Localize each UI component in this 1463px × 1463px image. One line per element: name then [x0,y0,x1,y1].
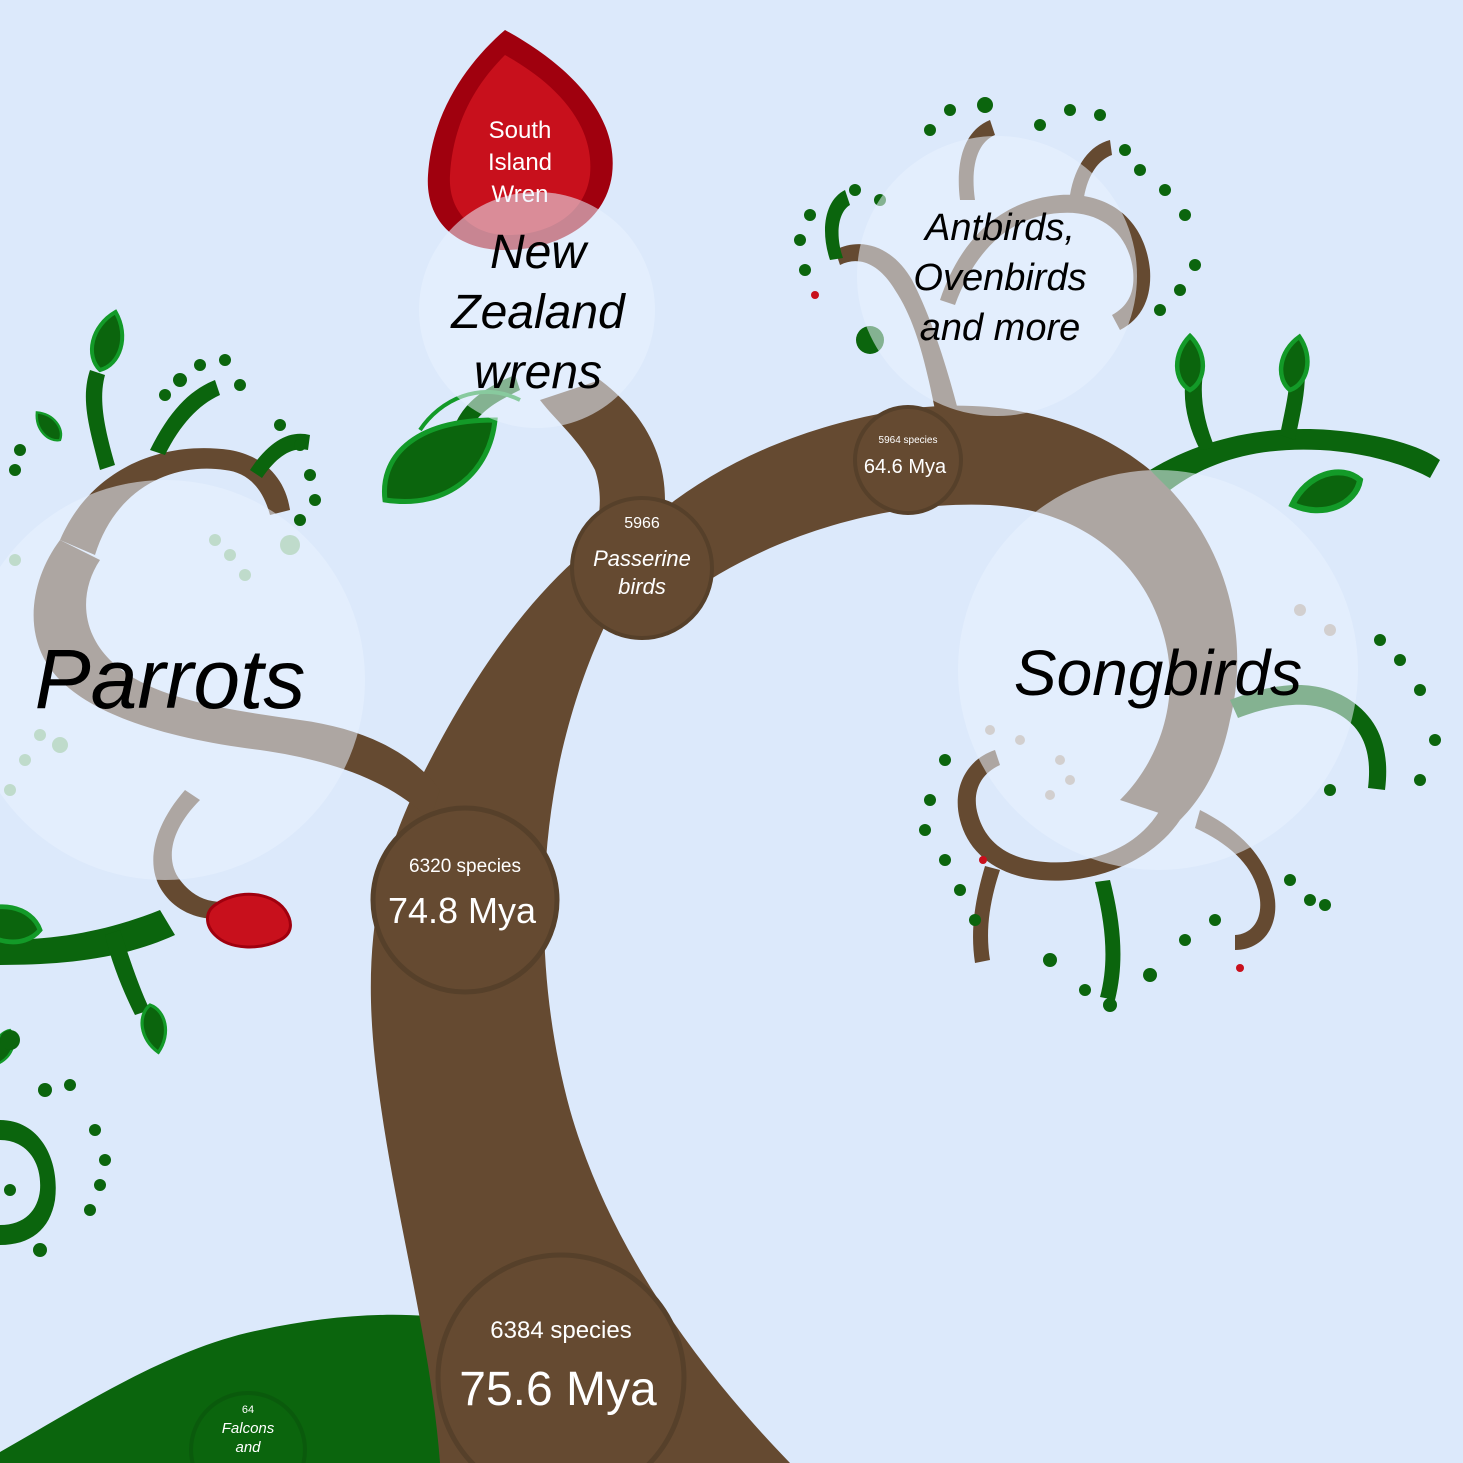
parrots-label[interactable]: Parrots [35,632,306,726]
node-mid[interactable]: 6320 species 74.8 Mya [370,805,560,995]
parrot-red-leaf[interactable] [206,892,292,949]
leaf-line-2: Island [488,149,552,176]
antbirds-line-1: Antbirds, [923,207,1075,249]
featured-leaf-south-island-wren[interactable]: South Island Wren [427,30,613,250]
antbirds-label[interactable]: Antbirds, Ovenbirds and more [913,207,1086,349]
root-species: 6384 species [490,1317,631,1344]
node-upper[interactable]: 5964 species 64.6 Mya [853,405,963,515]
parrots-bubble[interactable] [0,480,365,880]
upper-right-green-branch[interactable] [1150,335,1440,521]
node-passerine[interactable]: 5966 Passerine birds [570,496,714,640]
label-bubbles [0,136,1358,880]
falcons-name-1: Falcons [222,1420,275,1437]
falcons-count: 64 [242,1404,254,1416]
node-root[interactable]: 6384 species 75.6 Mya [435,1252,687,1463]
upper-age: 64.6 Mya [864,456,947,478]
passerine-name-2: birds [618,574,666,599]
passerine-count: 5966 [624,515,660,532]
nz-wrens-bubble[interactable] [419,192,655,428]
mid-species: 6320 species [409,856,521,877]
upper-species: 5964 species [879,435,938,446]
falcons-name-2: and [235,1439,261,1456]
node-falcons[interactable]: 64 Falcons and [189,1391,307,1463]
nz-wrens-line-1: New [490,226,589,279]
root-age: 75.6 Mya [459,1363,657,1416]
nz-wrens-line-3: wrens [474,346,602,399]
nz-wrens-label[interactable]: New Zealand wrens [450,226,626,399]
songbirds-bubble[interactable] [958,470,1358,870]
nz-wrens-line-2: Zealand [450,286,626,339]
songbirds-label[interactable]: Songbirds [1014,637,1302,709]
antbirds-line-2: Ovenbirds [913,257,1086,299]
antbirds-line-3: and more [920,307,1081,349]
mid-age: 74.8 Mya [388,890,537,931]
leaf-line-1: South [489,117,552,144]
lower-left-swirl[interactable] [0,1030,111,1257]
antbirds-bubble[interactable] [857,136,1137,416]
falcons-branch[interactable] [0,1314,470,1463]
passerine-name-1: Passerine [593,546,691,571]
